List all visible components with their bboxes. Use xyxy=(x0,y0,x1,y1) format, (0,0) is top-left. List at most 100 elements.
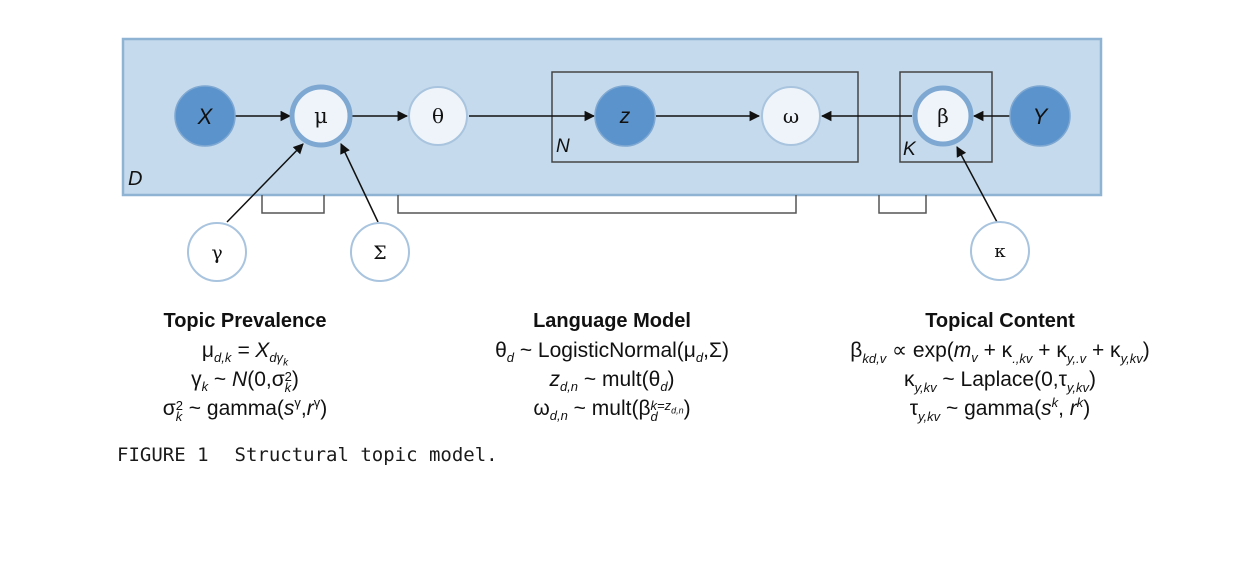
eq-text: N xyxy=(232,368,248,391)
eq-symbol: κ xyxy=(903,368,915,391)
eq-text: m xyxy=(953,339,972,362)
node-y: Y xyxy=(1009,85,1071,147)
figure-number: FIGURE 1 xyxy=(117,444,209,466)
eq-subscript: d xyxy=(695,350,704,366)
eq-text: ~ gamma( xyxy=(940,397,1042,420)
language-model-block: Language Model θd ~ LogisticNormal(μd,Σ)… xyxy=(432,306,792,423)
node-mu: μ xyxy=(289,84,353,148)
eq-subscript: d xyxy=(506,350,514,366)
edge-gamma-mu xyxy=(226,143,304,223)
node-theta-label: θ xyxy=(432,104,444,128)
eq-text: ) xyxy=(667,368,675,391)
node-gamma: γ xyxy=(187,222,247,282)
node-x: X xyxy=(174,85,236,147)
eq-subscript: d,n xyxy=(559,379,579,395)
bracket-language xyxy=(397,195,797,214)
eq-symbol: μ xyxy=(201,339,215,362)
node-theta: θ xyxy=(408,86,468,146)
node-omega: ω xyxy=(761,86,821,146)
node-sigma: Σ xyxy=(350,222,410,282)
plate-n xyxy=(551,71,859,163)
eq-text: ~ Laplace(0,τ xyxy=(936,368,1067,391)
node-beta-label: β xyxy=(937,104,949,128)
eq-symbol: τ xyxy=(909,397,918,420)
plate-n-label: N xyxy=(556,136,570,157)
node-omega-label: ω xyxy=(783,104,799,128)
topical-content-block: Topical Content βkd,v ∝ exp(mv + κ.,kv +… xyxy=(820,306,1180,423)
eq-text: r xyxy=(1069,397,1077,420)
eq-supsub: y,kv xyxy=(914,380,937,395)
eq-text: ) xyxy=(1142,339,1150,362)
plate-k-label: K xyxy=(903,139,917,160)
eq-text: ) xyxy=(320,397,328,420)
content-eq-beta: βkd,v ∝ exp(mv + κ.,kv + κy,.v + κy,kv) xyxy=(820,336,1180,365)
language-eq-theta: θd ~ LogisticNormal(μd,Σ) xyxy=(432,336,792,365)
node-kappa: κ xyxy=(970,221,1030,281)
eq-text: ~ mult(β xyxy=(567,397,651,420)
eq-text: = X xyxy=(231,339,270,362)
eq-symbol: ω xyxy=(533,397,550,420)
eq-text: (0,σ xyxy=(247,368,285,391)
eq-text: ~ LogisticNormal(μ xyxy=(513,339,696,362)
node-sigma-label: Σ xyxy=(373,242,386,264)
node-z: z xyxy=(594,85,656,147)
figure-caption: FIGURE 1 Structural topic model. xyxy=(117,444,498,466)
eq-text: ∝ exp( xyxy=(886,339,954,362)
eq-text: , xyxy=(300,397,307,420)
eq-subscript: dγ xyxy=(269,350,284,366)
node-kappa-label: κ xyxy=(994,241,1006,262)
eq-supsub: .,kv xyxy=(1012,351,1033,366)
eq-subscript: k xyxy=(201,379,209,395)
eq-supsub: kd,v xyxy=(862,351,887,366)
eq-text: ~ xyxy=(208,368,233,391)
topical-content-title: Topical Content xyxy=(925,310,1075,332)
node-beta: β xyxy=(912,85,974,147)
eq-subscript: d xyxy=(660,379,668,395)
language-model-title: Language Model xyxy=(533,310,691,332)
bracket-content xyxy=(878,195,927,214)
eq-supsub: y,kv xyxy=(918,409,941,424)
eq-text: ~ mult(θ xyxy=(578,368,661,391)
content-eq-tau: τy,kv ~ gamma(sk, rk) xyxy=(820,394,1180,423)
eq-superscript: γ xyxy=(294,395,301,410)
eq-text: + κ xyxy=(1086,339,1121,362)
language-eq-z: zd,n ~ mult(θd) xyxy=(432,365,792,394)
eq-text: ~ gamma( xyxy=(182,397,284,420)
eq-symbol: γ xyxy=(191,368,202,391)
edge-sigma-mu xyxy=(340,143,379,223)
plate-k xyxy=(899,71,993,163)
eq-superscript: γ xyxy=(313,395,321,410)
eq-symbol: β xyxy=(850,339,863,362)
node-x-label: X xyxy=(197,104,214,129)
eq-text: s xyxy=(1041,397,1052,420)
plate-d-label: D xyxy=(128,168,142,190)
prevalence-eq-mu: μd,k = Xdγk xyxy=(65,336,425,368)
node-gamma-label: γ xyxy=(211,242,222,264)
eq-supsub: y,kv xyxy=(1120,351,1143,366)
eq-symbol: θ xyxy=(495,339,507,362)
eq-text: ) xyxy=(683,397,691,420)
eq-text: + κ xyxy=(977,339,1013,362)
edge-kappa-beta xyxy=(956,146,998,223)
eq-symbol: σ xyxy=(162,397,176,420)
eq-subscript: v xyxy=(971,350,978,366)
eq-text: + κ xyxy=(1032,339,1067,362)
eq-subscript: d,n xyxy=(549,408,568,424)
node-y-label: Y xyxy=(1033,104,1049,129)
eq-subscript: d,k xyxy=(214,350,232,366)
stm-plate-diagram: D N K X z Y μ θ ω β xyxy=(121,37,1103,282)
eq-supsub: y,kv xyxy=(1066,380,1090,395)
eq-supsub: y,.v xyxy=(1066,351,1087,366)
figure-caption-text: Structural topic model. xyxy=(234,444,498,466)
eq-text: ) xyxy=(1089,368,1097,391)
eq-text: s xyxy=(283,397,295,420)
eq-text: r xyxy=(306,397,314,420)
node-z-label: z xyxy=(619,105,631,128)
